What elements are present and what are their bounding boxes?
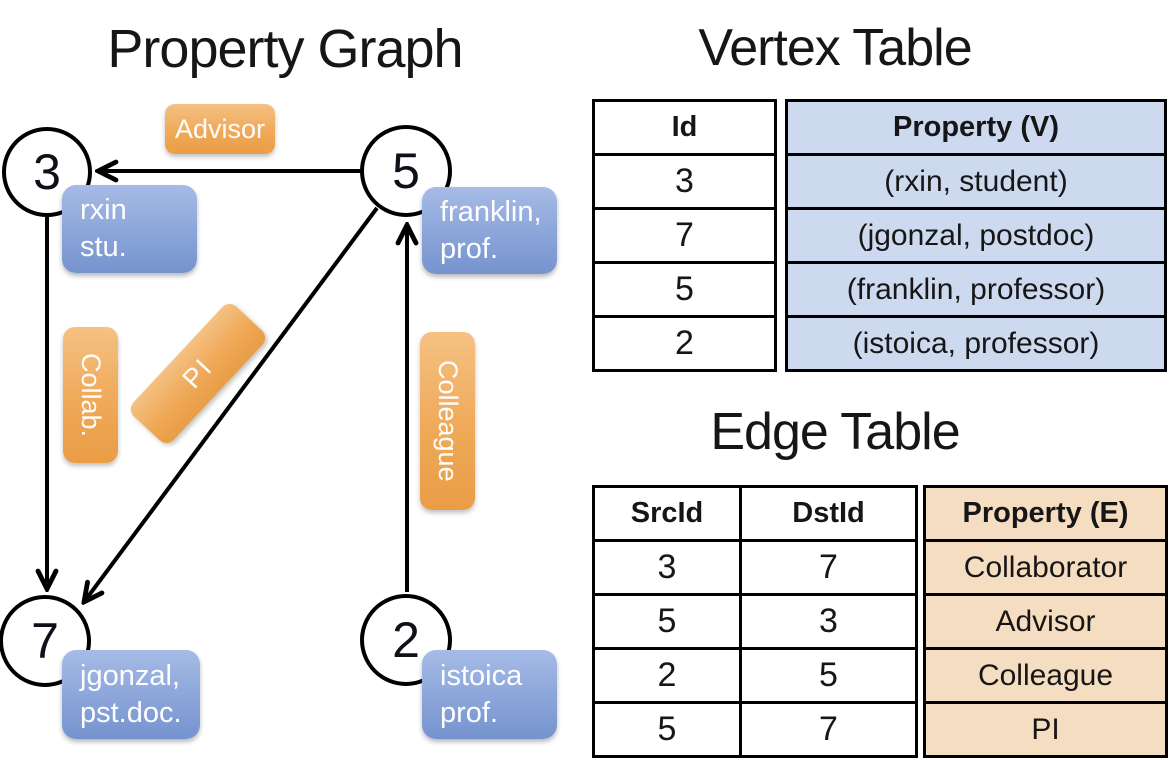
edge-label-advisor: Advisor [165,104,275,154]
graph-edges-canvas [0,0,585,760]
edge-table-srcid-cell: 3 [592,539,742,596]
vertex-property-box-2: istoica prof. [422,650,557,739]
vertex-property-box-3: rxin stu. [62,185,197,273]
vertex-property-line: rxin [80,194,127,226]
vertex-table-property-column: Property (V) (rxin, student) (jgonzal, p… [785,99,1167,372]
edge-table-dstid-cell: 3 [739,593,918,650]
vertex-property-line: istoica [440,659,523,692]
edge-table-dstid-cell: 5 [739,647,918,704]
edge-table-src-dst-columns: SrcId DstId 3 7 5 3 2 5 5 7 [592,485,918,758]
vertex-table-id-cell: 7 [592,207,777,264]
edge-table-dstid-header: DstId [739,485,918,542]
edge-label-collab: Collab. [63,327,118,463]
edge-table-property-cell: Advisor [923,593,1168,650]
edge-table-property-column: Property (E) Collaborator Advisor Collea… [923,485,1168,758]
edge-table-title: Edge Table [710,403,960,461]
edge-table-property-cell: PI [923,701,1168,758]
vertex-table-property-header: Property (V) [785,99,1167,156]
vertex-property-line: stu. [80,231,127,263]
vertex-table-id-cell: 5 [592,261,777,318]
vertex-property-box-7: jgonzal, pst.doc. [62,650,200,739]
vertex-property-line: jgonzal, [80,659,180,692]
edge-table-srcid-cell: 2 [592,647,742,704]
vertex-table-property-cell: (franklin, professor) [785,261,1167,318]
vertex-property-line: prof. [440,696,499,729]
edge-table-property-cell: Colleague [923,647,1168,704]
vertex-table-property-cell: (jgonzal, postdoc) [785,207,1167,264]
edge-arrow-5-to-7 [84,206,379,602]
edge-table-property-header: Property (E) [923,485,1168,542]
graph-node-2: 2 [360,594,452,686]
graph-node-5: 5 [360,125,452,217]
vertex-table-property-cell: (istoica, professor) [785,315,1167,372]
vertex-table-property-cell: (rxin, student) [785,153,1167,210]
vertex-property-line: prof. [440,232,499,265]
property-graph-title: Property Graph [107,19,463,79]
vertex-property-line: pst.doc. [80,696,182,729]
edge-table-srcid-header: SrcId [592,485,742,542]
vertex-table-id-header: Id [592,99,777,156]
vertex-property-line: franklin, [440,195,542,228]
vertex-table-id-cell: 2 [592,315,777,372]
edge-table-srcid-cell: 5 [592,593,742,650]
edge-label-colleague: Colleague [420,332,475,510]
edge-table-property-cell: Collaborator [923,539,1168,596]
vertex-table-id-column: Id 3 7 5 2 [592,99,777,372]
vertex-table-id-cell: 3 [592,153,777,210]
edge-table-srcid-cell: 5 [592,701,742,758]
edge-table-dstid-cell: 7 [739,701,918,758]
vertex-table-title: Vertex Table [698,19,972,77]
edge-table-dstid-cell: 7 [739,539,918,596]
vertex-property-box-5: franklin, prof. [422,187,557,274]
